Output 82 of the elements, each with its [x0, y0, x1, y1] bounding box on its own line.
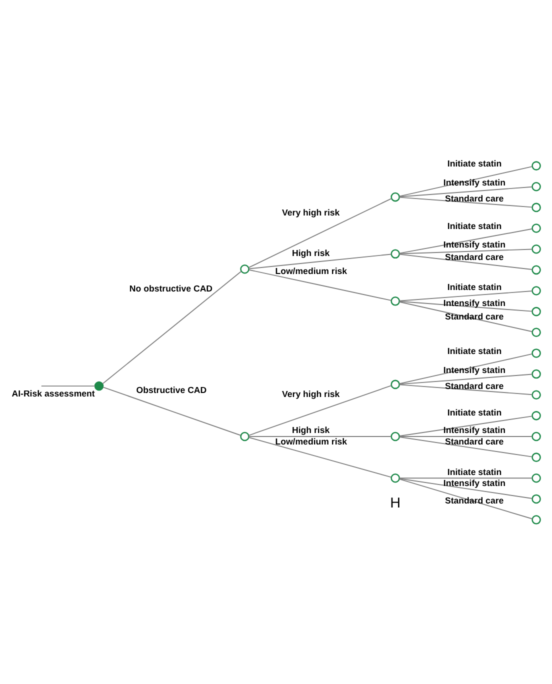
edge-label: Low/medium risk [275, 436, 348, 446]
node-circle [532, 328, 541, 338]
connector [248, 254, 392, 270]
edge-label: Initiate statin [447, 220, 502, 231]
edge-label: Intensify statin [443, 178, 506, 188]
edge-label: High risk [292, 425, 330, 436]
node-circle [532, 306, 541, 316]
connector [399, 384, 533, 396]
edge-label: Standard care [444, 496, 504, 506]
connector [40, 386, 96, 387]
connector [248, 198, 392, 268]
edge-label: Very high risk [282, 207, 340, 218]
connector [399, 300, 533, 312]
node-circle [390, 296, 400, 306]
connector [399, 478, 533, 499]
connector [248, 269, 392, 301]
node-circle [532, 244, 541, 254]
node-circle [390, 474, 400, 483]
connector [248, 385, 392, 436]
connector [399, 254, 533, 270]
edge-label: No obstructive CAD [129, 283, 213, 294]
node-circle [532, 224, 541, 233]
node-circle [94, 381, 104, 391]
connector [399, 374, 533, 385]
node-circle [390, 432, 400, 442]
edge-label: Standard care [444, 311, 504, 322]
edge-label: Intensify statin [443, 239, 506, 250]
connector [398, 301, 533, 332]
edge-label: Standard care [444, 194, 504, 204]
connector [399, 436, 533, 437]
connector [248, 436, 392, 437]
edge-label: Standard care [444, 381, 504, 392]
connector [399, 436, 533, 458]
node-circle [532, 265, 541, 275]
connector [399, 186, 533, 198]
edge-label: Initiate statin [447, 158, 502, 168]
connector [399, 196, 533, 208]
node-circle [532, 390, 541, 400]
node-circle [390, 249, 400, 259]
edge-label: Obstructive CAD [136, 385, 207, 396]
connector [399, 478, 533, 479]
node-circle [532, 515, 541, 524]
node-circle [532, 182, 541, 192]
node-circle [240, 432, 250, 442]
node-circle [532, 494, 541, 504]
node-circle [532, 452, 541, 462]
connector [102, 270, 242, 384]
edge-label: Intensify statin [443, 365, 506, 376]
edge-label: Standard care [444, 436, 504, 446]
connector [398, 228, 533, 254]
node-circle [532, 432, 541, 442]
connector [398, 353, 533, 384]
edge-label: Intensify statin [443, 478, 506, 488]
connector [399, 290, 533, 302]
edge-label: High risk [292, 248, 330, 258]
node-circle [532, 369, 541, 379]
node-circle [532, 161, 541, 170]
edge-label: Initiate statin [447, 408, 502, 418]
edge-label: Standard care [444, 252, 504, 262]
node-circle [532, 474, 541, 483]
node-circle [390, 380, 400, 390]
node-circle [240, 264, 250, 274]
node-circle [390, 192, 400, 202]
connector [399, 416, 533, 436]
node-circle [532, 411, 541, 420]
edge-label: Intensify statin [443, 425, 506, 436]
connector [398, 478, 533, 520]
edge-label: Initiate statin [447, 466, 502, 477]
connector [399, 248, 533, 254]
label: H [390, 495, 401, 512]
node-circle [532, 202, 541, 212]
node-circle [532, 348, 541, 358]
connector [102, 386, 242, 436]
node-label: AI-Risk assessment [12, 388, 95, 398]
edge-label: Initiate statin [447, 346, 502, 356]
edge-label: Very high risk [282, 389, 340, 400]
edge-label: Low/medium risk [275, 266, 348, 276]
node-circle [532, 286, 541, 296]
edge-label: Intensify statin [443, 298, 506, 308]
connector [248, 436, 392, 478]
edge-label: Initiate statin [447, 282, 502, 292]
connector [398, 166, 533, 197]
